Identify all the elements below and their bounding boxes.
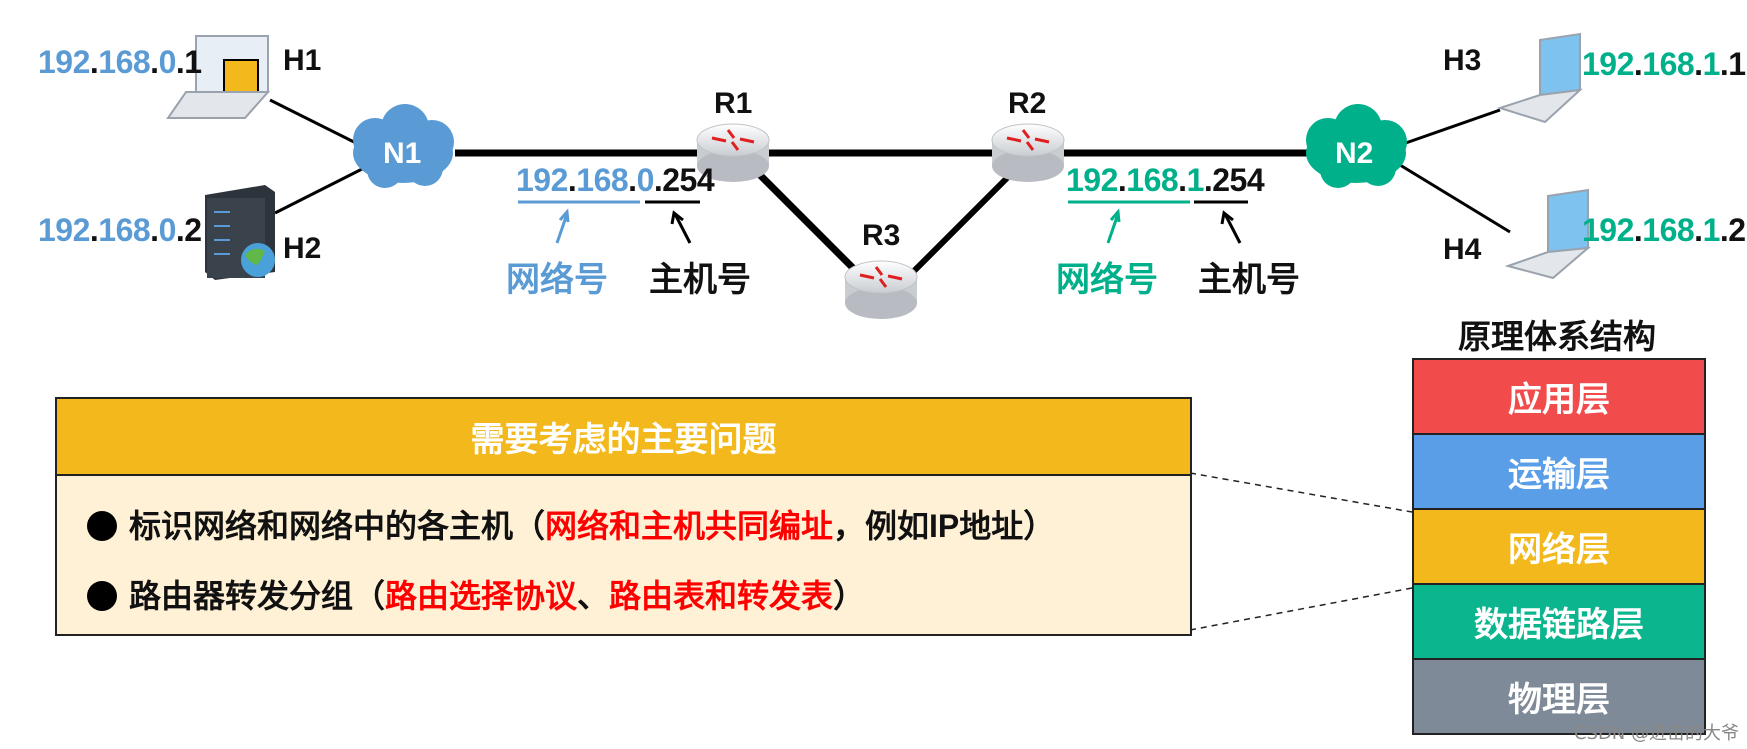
architecture-title: 原理体系结构 — [1458, 318, 1656, 355]
network-n1-cloud — [353, 104, 454, 188]
host-h3-laptop-icon — [1496, 32, 1583, 124]
router-r2-icon — [991, 123, 1065, 182]
host-h1-laptop-icon — [166, 35, 271, 119]
issues-title: 需要考虑的主要问题 — [57, 399, 1190, 476]
r2-interface-address: 192.168.1.254 — [1066, 162, 1265, 198]
arrow-left-host — [670, 210, 692, 244]
host-h4-laptop-icon — [1504, 188, 1592, 280]
network-n1-label: N1 — [383, 137, 422, 170]
watermark: CSDN @进击的大爷 — [1573, 723, 1739, 744]
r1-interface-address: 192.168.0.254 — [516, 162, 715, 198]
network-n2-cloud — [1306, 104, 1407, 188]
arrow-right-net — [1106, 208, 1121, 244]
host-h4-label: H4 — [1443, 233, 1482, 266]
host-h2-label: H2 — [283, 232, 322, 265]
left-host-id-label: 主机号 — [649, 261, 751, 299]
layer-physical: 物理层 — [1414, 660, 1704, 733]
arrow-left-net — [555, 208, 570, 244]
issue-item-forwarding: 路由器转发分组（路由选择协议、路由表和转发表） — [87, 571, 865, 617]
network-n2-label: N2 — [1335, 137, 1374, 170]
h4-ip-address: 192.168.1.2 — [1582, 212, 1746, 248]
h2-ip-address: 192.168.0.2 — [38, 212, 202, 248]
layer-network: 网络层 — [1414, 510, 1704, 585]
host-h1-label: H1 — [283, 44, 322, 77]
router-r1-label: R1 — [714, 87, 753, 120]
bullet-icon — [87, 511, 117, 541]
iface-arrows — [555, 208, 1242, 244]
link-r1-r3 — [752, 167, 863, 278]
left-network-id-label: 网络号 — [506, 261, 608, 299]
layer-data-link: 数据链路层 — [1414, 585, 1704, 660]
bullet-icon — [87, 581, 117, 611]
dashed-connectors — [1189, 472, 1413, 631]
router-r3-icon — [844, 260, 918, 319]
links — [269, 98, 1511, 278]
layer-application: 应用层 — [1414, 360, 1704, 435]
link-n2-h3 — [1399, 108, 1501, 147]
link-h2-n1 — [274, 163, 371, 215]
router-r1-icon — [696, 123, 770, 182]
architecture-layer-stack: 应用层 运输层 网络层 数据链路层 物理层 — [1412, 358, 1706, 735]
router-r3-label: R3 — [862, 219, 901, 252]
router-r2-label: R2 — [1008, 87, 1047, 120]
right-network-id-label: 网络号 — [1056, 261, 1158, 299]
host-h3-label: H3 — [1443, 44, 1482, 77]
h1-ip-address: 192.168.0.1 — [38, 44, 202, 80]
link-n2-h4 — [1399, 163, 1511, 234]
main-issues-box: 需要考虑的主要问题 标识网络和网络中的各主机（网络和主机共同编址，例如IP地址）… — [55, 397, 1192, 636]
issue-item-addressing: 标识网络和网络中的各主机（网络和主机共同编址，例如IP地址） — [87, 501, 1055, 547]
host-h2-server-icon — [205, 185, 275, 280]
link-r2-r3 — [907, 167, 1018, 278]
arrow-right-host — [1220, 210, 1242, 244]
h3-ip-address: 192.168.1.1 — [1582, 46, 1746, 82]
layer-transport: 运输层 — [1414, 435, 1704, 510]
right-host-id-label: 主机号 — [1198, 261, 1300, 299]
